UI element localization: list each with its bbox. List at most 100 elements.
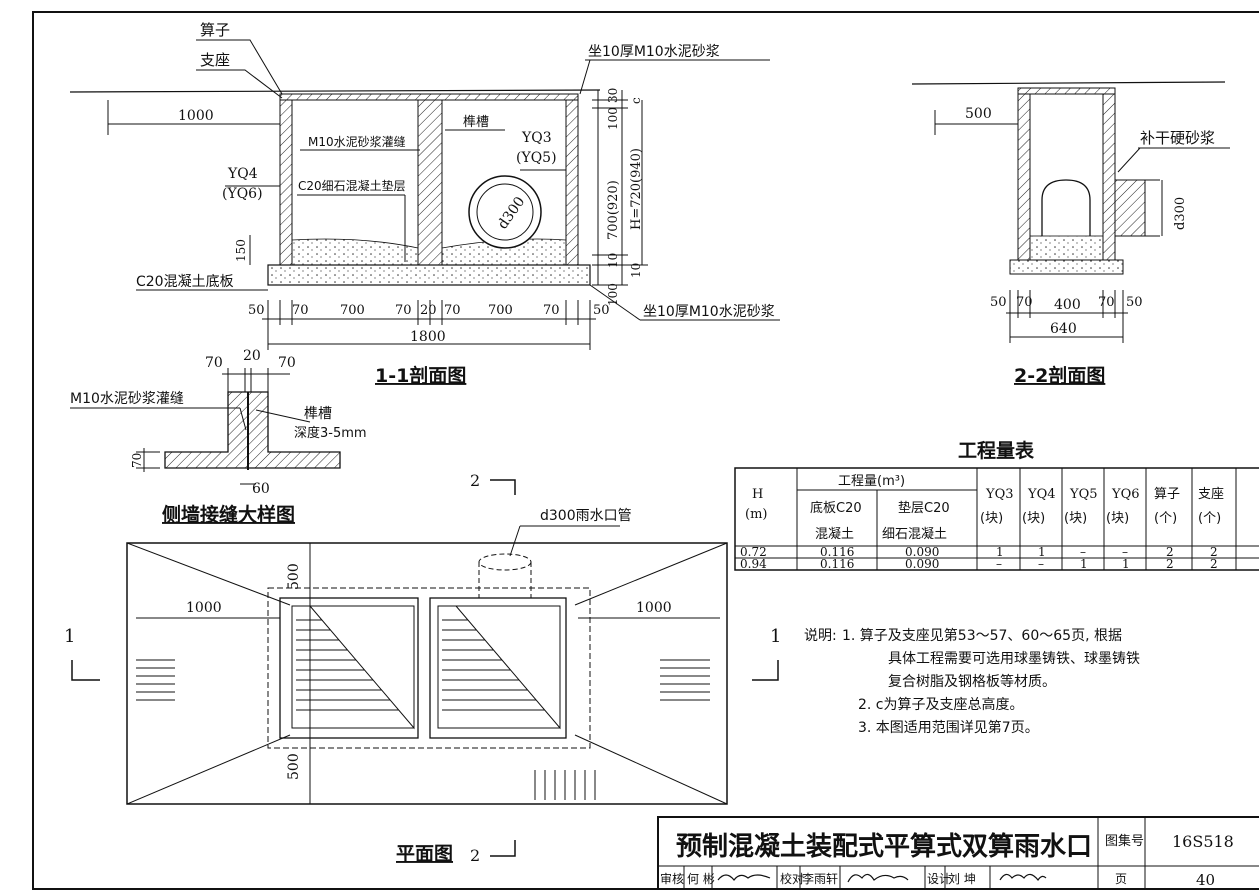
label-dry-mortar: 补干硬砂浆 [1140, 129, 1215, 147]
svg-text:3. 本图适用范围详见第7页。: 3. 本图适用范围详见第7页。 [858, 719, 1039, 736]
plan-view: d300雨水口管 1000 1000 500 500 2 2 1 1 平面图 [64, 471, 781, 865]
svg-text:20: 20 [243, 348, 261, 364]
cushion-left [291, 238, 419, 266]
svg-text:30: 30 [606, 88, 620, 103]
svg-text:(个): (个) [1198, 511, 1221, 526]
svg-text:10: 10 [629, 263, 643, 278]
svg-text:榫槽: 榫槽 [304, 406, 332, 422]
svg-text:70: 70 [130, 453, 144, 468]
section-1-1-title: 1-1剖面图 [375, 364, 466, 387]
svg-text:YQ3: YQ3 [985, 487, 1014, 502]
label-joint-fill: M10水泥砂浆灌缝 [308, 134, 406, 149]
svg-text:70: 70 [205, 355, 223, 371]
label-plan-pipe: d300雨水口管 [540, 508, 632, 524]
table-cell: 2 [1166, 557, 1174, 571]
svg-text:(m): (m) [745, 507, 767, 522]
label-bed-top: 坐10厚M10水泥砂浆 [588, 44, 720, 60]
svg-text:(块): (块) [1106, 511, 1129, 526]
pipe-circle [468, 175, 542, 249]
svg-text:20: 20 [420, 303, 437, 318]
svg-text:算子: 算子 [1154, 487, 1180, 502]
svg-text:1: 1 [770, 626, 781, 647]
label-yq5: (YQ5) [516, 150, 557, 166]
svg-text:支座: 支座 [1198, 487, 1224, 502]
table-cell: – [1080, 545, 1086, 559]
dim-total-1800: 1800 [410, 329, 446, 345]
svg-text:(块): (块) [1064, 511, 1087, 526]
svg-text:50: 50 [990, 295, 1007, 310]
table-cell: 0.116 [820, 557, 854, 571]
svg-text:50: 50 [593, 303, 610, 318]
svg-text:页: 页 [1115, 872, 1127, 886]
section-2-2-title: 2-2剖面图 [1014, 364, 1105, 387]
svg-text:100: 100 [606, 283, 620, 306]
drawing-title: 预制混凝土装配式平算式双算雨水口 [676, 831, 1092, 862]
svg-text:16S518: 16S518 [1172, 832, 1234, 851]
base-slab [267, 264, 591, 286]
svg-text:700: 700 [340, 303, 365, 318]
grate-top [279, 93, 579, 101]
quantity-table: 工程量表 H (m) 工程量(m³) 底板C20 混凝土 垫层C20 细石混凝土… [734, 439, 1259, 571]
signature-proofer [847, 873, 909, 883]
table-cell: 1 [1122, 557, 1130, 571]
label-yq3: YQ3 [521, 130, 552, 146]
label-yq6: (YQ6) [222, 186, 263, 202]
svg-text:500: 500 [965, 106, 992, 122]
svg-text:70: 70 [444, 303, 461, 318]
svg-text:70: 70 [278, 355, 296, 371]
label-bed-bottom: 坐10厚M10水泥砂浆 [643, 304, 775, 320]
svg-text:何 彬: 何 彬 [687, 872, 715, 886]
svg-text:图集号: 图集号 [1105, 833, 1144, 849]
svg-text:150: 150 [234, 239, 248, 262]
joint-detail: 70 20 70 70 60 M10水泥砂浆灌缝 榫槽 深度3-5mm 侧墙接缝… [70, 348, 367, 526]
svg-text:70: 70 [543, 303, 560, 318]
table-cell: – [1122, 545, 1128, 559]
svg-text:YQ5: YQ5 [1069, 487, 1098, 502]
svg-text:深度3-5mm: 深度3-5mm [294, 425, 367, 441]
table-cell: – [996, 557, 1002, 571]
svg-text:设计: 设计 [927, 872, 951, 886]
table-title: 工程量表 [958, 439, 1035, 462]
svg-text:1000: 1000 [186, 600, 222, 616]
svg-text:垫层C20: 垫层C20 [898, 500, 950, 516]
svg-text:700: 700 [488, 303, 513, 318]
leader-grate [196, 39, 283, 95]
table-cell: 0.116 [820, 545, 854, 559]
svg-text:工程量(m³): 工程量(m³) [838, 474, 905, 489]
label-base-slab: C20混凝土底板 [136, 274, 234, 290]
svg-text:70: 70 [395, 303, 412, 318]
svg-text:70: 70 [292, 303, 309, 318]
svg-text:640: 640 [1050, 321, 1077, 337]
svg-text:(块): (块) [980, 511, 1003, 526]
svg-text:500: 500 [286, 753, 302, 780]
svg-text:校对: 校对 [780, 871, 804, 886]
svg-text:1: 1 [64, 626, 75, 647]
sheet-border [32, 11, 1259, 890]
svg-text:(个): (个) [1154, 511, 1177, 526]
svg-text:100: 100 [606, 107, 620, 130]
table-cell: 2 [1210, 557, 1218, 571]
wall-left [279, 99, 293, 266]
svg-text:1. 算子及支座见第53～57、60～65页, 根据: 1. 算子及支座见第53～57、60～65页, 根据 [842, 627, 1122, 644]
svg-text:细石混凝土: 细石混凝土 [882, 526, 947, 542]
svg-text:d300: d300 [1173, 197, 1188, 230]
svg-text:H=720(940): H=720(940) [629, 148, 644, 230]
svg-text:YQ6: YQ6 [1111, 487, 1140, 502]
svg-text:李雨轩: 李雨轩 [802, 871, 838, 886]
svg-text:2. c为算子及支座总高度。: 2. c为算子及支座总高度。 [858, 696, 1024, 713]
svg-text:底板C20: 底板C20 [810, 500, 862, 516]
svg-text:审核: 审核 [660, 871, 684, 886]
svg-text:c: c [629, 97, 643, 104]
label-support: 支座 [200, 51, 230, 69]
label-grate: 算子 [200, 21, 230, 39]
wall-middle [417, 99, 443, 266]
table-cell: 0.94 [740, 557, 767, 571]
svg-text:70: 70 [1098, 295, 1115, 310]
svg-text:60: 60 [252, 481, 270, 497]
label-tenon: 榫槽 [463, 115, 489, 130]
svg-text:10: 10 [606, 253, 620, 268]
svg-text:400: 400 [1054, 297, 1081, 313]
wall-right [565, 99, 579, 266]
table-cell: 1 [996, 545, 1004, 559]
